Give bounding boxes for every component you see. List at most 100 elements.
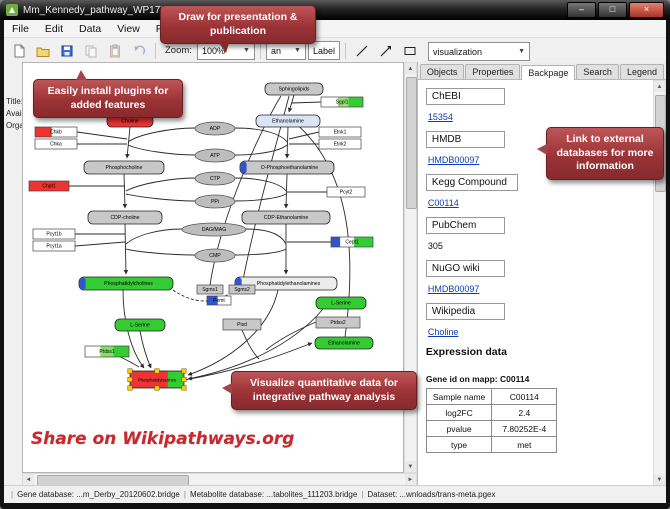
title-bar[interactable]: Mm_Kennedy_pathway_WP1771_45176.gpml – □… [0,0,670,20]
gene-node[interactable]: Sgms1 [196,284,224,295]
scroll-down-icon[interactable]: ▼ [654,474,665,485]
menu-bar: FileEditDataViewPluginsHelp [4,20,666,38]
gene-node[interactable]: Pisd [222,318,262,331]
external-id-link[interactable]: C00114 [427,198,459,208]
maximize-button[interactable]: □ [598,2,627,18]
metabolite-node[interactable]: L-Serine [114,318,166,332]
selection-handle[interactable] [127,385,133,391]
external-id-link[interactable]: Choline [427,327,459,337]
rectangle-tool-button[interactable] [399,40,421,62]
metabolite-node[interactable]: Ethanolamine [314,336,374,350]
svg-text:Chka: Chka [50,142,62,148]
cofactor-node[interactable]: CTP [194,171,236,186]
metabolite-node[interactable]: L-Serine [315,296,367,310]
menu-view[interactable]: View [117,22,140,35]
gene-node[interactable]: Etnk2 [318,138,362,150]
tab-backpage[interactable]: Backpage [521,65,576,80]
undo-button[interactable] [128,40,150,62]
metabolite-node[interactable]: CDP-choline [87,210,163,225]
cofactor-node[interactable]: ATP [194,148,236,163]
metabolite-node[interactable]: Ethanolamine [255,114,321,128]
svg-text:Sgms1: Sgms1 [202,287,218,293]
metabolite-node[interactable]: O-Phosphoethanolamine [239,160,335,175]
selection-handle[interactable] [127,368,133,374]
scroll-up-icon[interactable]: ▲ [654,81,665,92]
gene-node[interactable]: Chkb [34,126,78,138]
status-segment: Dataset: ...wnloads/trans-meta.pgex [367,490,496,499]
metabolite-node[interactable]: CDP-Ethanolamine [241,210,331,225]
gene-node[interactable]: Pcyt2 [326,186,366,198]
label-tool-button[interactable]: Label [307,41,340,60]
canvas-vertical-scrollbar[interactable]: ▲ ▼ [403,62,417,473]
scroll-down-icon[interactable]: ▼ [404,461,416,472]
gene-node[interactable]: Etnk1 [318,126,362,138]
tab-search[interactable]: Search [576,64,619,79]
external-id-link[interactable]: 15354 [427,112,453,122]
visualization-select[interactable]: visualization▼ [428,42,530,61]
save-button[interactable] [56,40,78,62]
tab-legend[interactable]: Legend [619,64,664,79]
selection-handle[interactable] [154,385,160,391]
gene-node[interactable]: Sgms2 [228,284,256,295]
external-id-link[interactable]: HMDB00097 [427,155,480,165]
menu-edit[interactable]: Edit [44,22,64,35]
minimize-button[interactable]: – [567,2,596,18]
selection-handle[interactable] [154,368,160,374]
new-file-button[interactable] [8,40,30,62]
info-field: Title: [6,97,22,106]
metabolite-node[interactable]: Phosphocholine [83,160,165,175]
pathway-diagram[interactable]: ADPATPCTPPPiDAG/MAGCMPSphingolipidsCholi… [23,63,404,473]
svg-text:PPi: PPi [211,199,219,205]
menu-data[interactable]: Data [79,22,102,35]
window-title: Mm_Kennedy_pathway_WP1771_45176.gpml [23,4,230,16]
selection-handle[interactable] [181,376,187,382]
gene-node[interactable]: Chpt1 [28,180,70,192]
svg-text:Phosphatidylcholines: Phosphatidylcholines [104,281,153,287]
cofactor-node[interactable]: DAG/MAG [181,222,247,237]
metabolite-node[interactable]: Sphingolipids [264,82,324,96]
scroll-up-icon[interactable]: ▲ [404,63,416,74]
gene-node[interactable]: Ptdss1 [84,345,130,358]
line-tool-button[interactable] [351,40,373,62]
scroll-thumb[interactable] [405,77,417,209]
tab-objects[interactable]: Objects [419,64,465,79]
metabolite-node[interactable]: Phosphatidylcholines [78,276,174,291]
arrow-tool-button[interactable] [375,40,397,62]
paste-button[interactable] [104,40,126,62]
menu-file[interactable]: File [12,22,29,35]
selected-node[interactable]: Phosphatidylserines [127,368,187,391]
table-cell: Sample name [425,388,493,405]
copy-button[interactable] [80,40,102,62]
svg-text:Ethanolamine: Ethanolamine [272,119,304,125]
gene-node[interactable]: Pcyt1a [32,240,76,252]
visualization-value: visualization [433,46,483,57]
tab-properties[interactable]: Properties [465,64,521,79]
share-annotation: Share on Wikipathways.org [30,429,295,449]
close-button[interactable]: × [629,2,664,18]
cofactor-node[interactable]: ADP [194,121,236,136]
scroll-left-icon[interactable]: ◄ [22,474,34,485]
gene-node[interactable]: Pemt [206,295,232,306]
gene-node[interactable]: Chka [34,138,78,150]
selection-handle[interactable] [181,368,187,374]
gene-node[interactable]: Sgpl1 [320,96,364,108]
cofactor-node[interactable]: CMP [194,248,236,263]
info-field: Organ [6,121,22,130]
svg-text:Pcyt1b: Pcyt1b [46,232,62,238]
scroll-right-icon[interactable]: ► [404,474,416,485]
selection-handle[interactable] [181,385,187,391]
svg-text:Chpt1: Chpt1 [42,184,56,190]
svg-text:ADP: ADP [210,126,221,132]
gene-node[interactable]: Cept1 [330,236,374,248]
selection-handle[interactable] [127,376,133,382]
svg-text:Cept1: Cept1 [345,240,359,246]
gene-node[interactable]: Ptdss2 [315,316,361,329]
cofactor-node[interactable]: PPi [194,194,236,209]
open-button[interactable] [32,40,54,62]
external-id-link[interactable]: HMDB00097 [427,284,480,294]
gene-node[interactable]: Pcyt1b [32,228,76,240]
